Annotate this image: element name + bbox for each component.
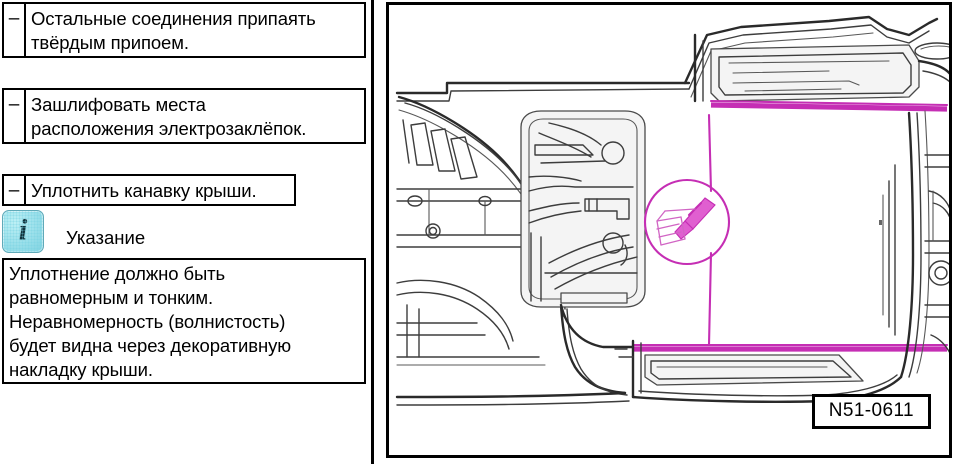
note-box: Уплотнение должно быть равномерным и тон… [2,258,366,384]
instruction-line: Остальные соединения припаять [31,8,316,29]
instruction-item: – Остальные соединения припаять твёрдым … [2,2,366,58]
note-line: накладку крыши. [9,359,153,380]
instruction-item: – Уплотнить канавку крыши. [2,174,296,206]
lower-roof-groove-highlight [631,343,949,352]
sealant-applicator-icon [656,197,716,246]
note-line: Уплотнение должно быть [9,263,226,284]
info-icon-glyph: i [18,213,28,247]
note-line: равномерным и тонким. [9,287,214,308]
note-line: будет видна через декоративную [9,335,292,356]
instruction-line: твёрдым припоем. [31,32,189,53]
figure-frame: .ln { fill:none; stroke:#3d3d3d; stroke-… [386,2,952,458]
roof-panel-detail [520,110,646,308]
detail-callout [643,113,731,347]
note-heading: i Указание [2,209,302,253]
note-heading-label: Указание [66,226,146,248]
panel-divider [371,0,374,464]
instruction-text: Уплотнить канавку крыши. [26,176,294,204]
left-body-structure [395,81,691,406]
instruction-line: Зашлифовать места [31,94,206,115]
right-body-structure [882,110,949,379]
bullet-dash-icon: – [4,4,26,56]
figure-panel: .ln { fill:none; stroke:#3d3d3d; stroke-… [382,0,960,464]
bullet-dash-icon: – [4,176,26,204]
figure-number-label: N51-0611 [811,394,931,429]
upper-roof-groove-highlight [709,99,949,112]
instruction-text: Зашлифовать места расположения электроза… [26,90,364,142]
roof-technical-drawing: .ln { fill:none; stroke:#3d3d3d; stroke-… [395,15,949,406]
bullet-dash-icon: – [4,90,26,142]
instruction-line: Уплотнить канавку крыши. [31,180,257,201]
upper-roof-rail [683,15,949,103]
lower-roof-rail [559,303,903,403]
instruction-text: Остальные соединения припаять твёрдым пр… [26,4,364,56]
instructions-panel: – Остальные соединения припаять твёрдым … [0,0,372,464]
instruction-item: – Зашлифовать места расположения электро… [2,88,366,144]
instruction-line: расположения электрозаклёпок. [31,118,307,139]
info-icon: i [2,209,44,253]
note-line: Неравномерность (волнистость) [9,311,286,332]
roof-marker-dot [879,220,882,225]
